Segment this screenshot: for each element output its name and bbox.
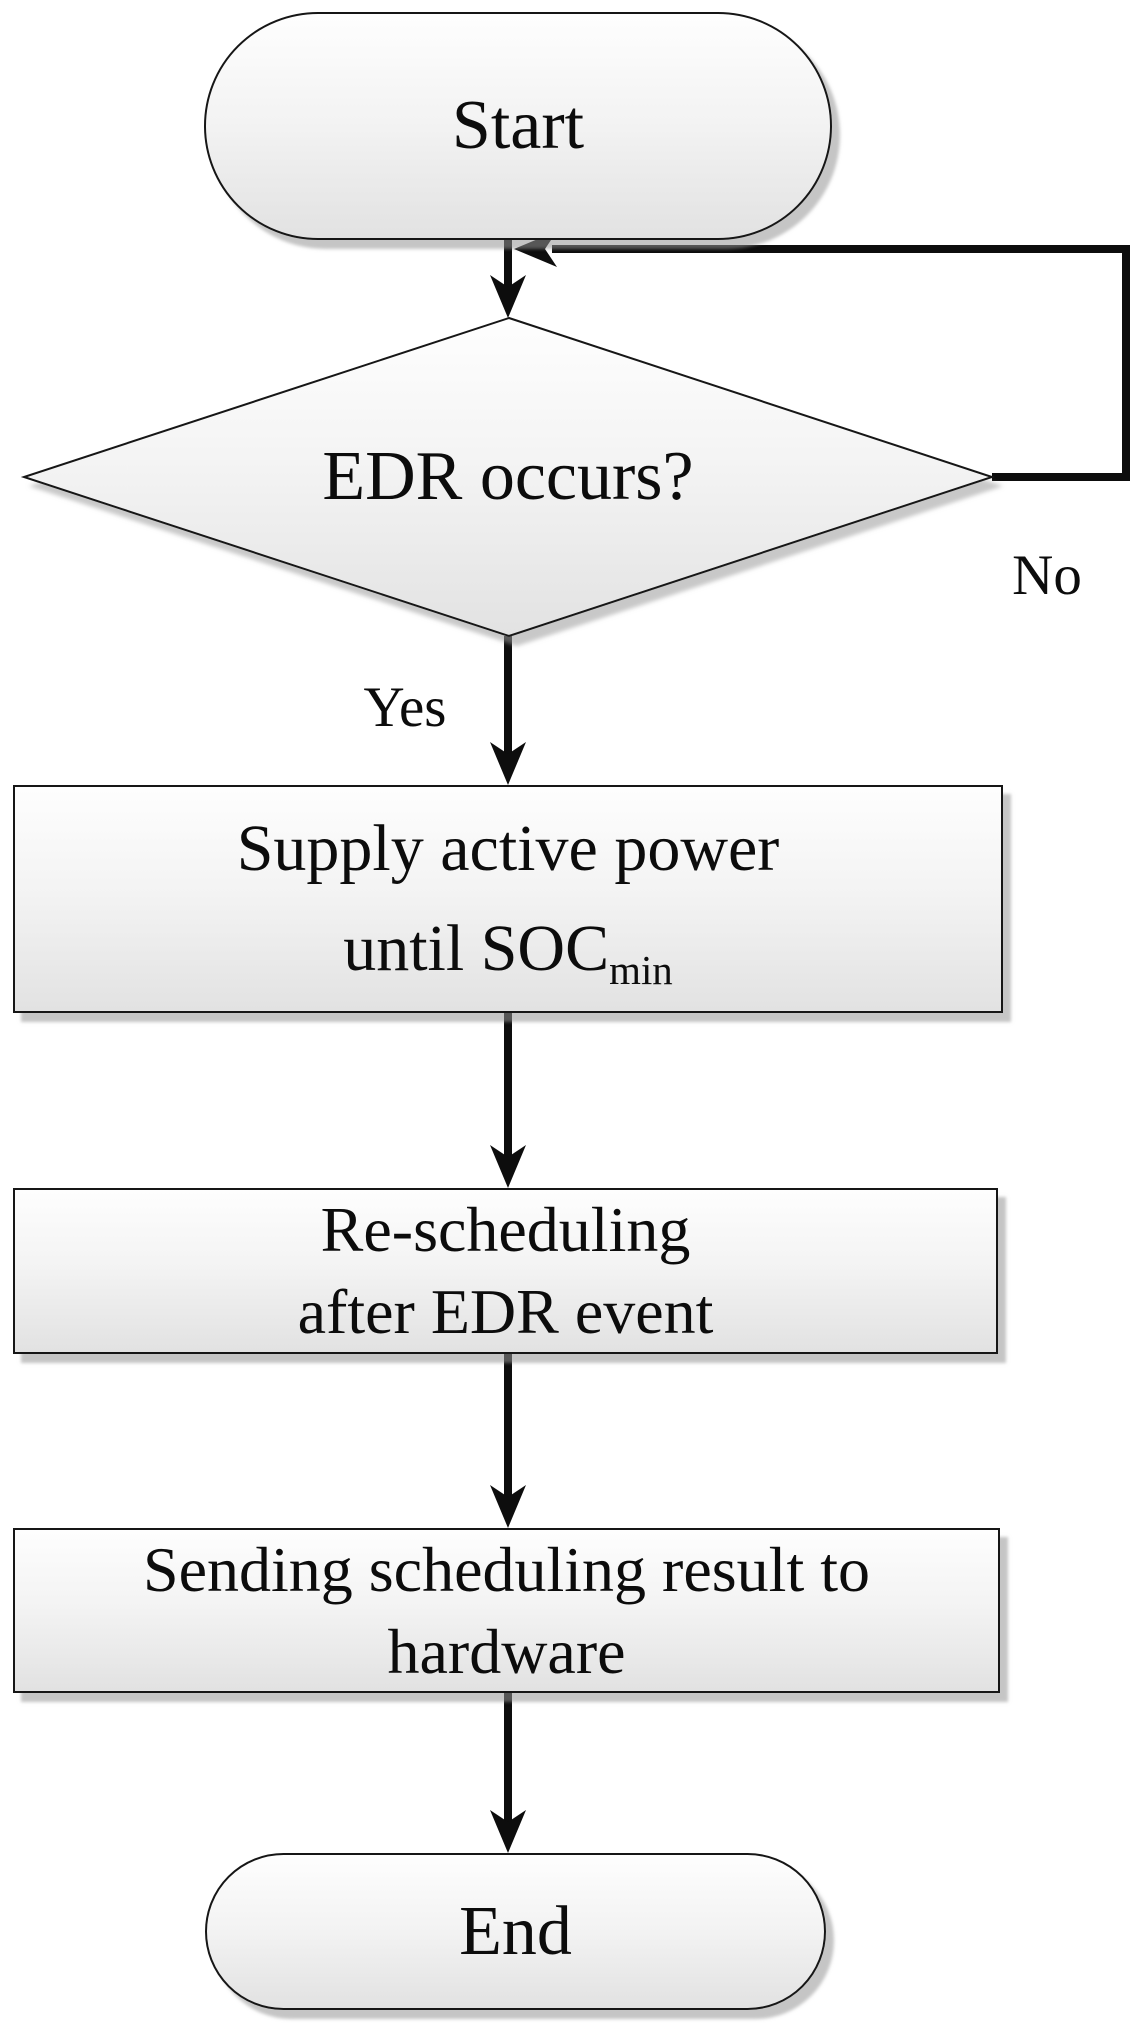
process3-line2: hardware [387, 1615, 626, 1687]
edge-no-loop [552, 245, 1130, 481]
node-start-label: Start [451, 87, 585, 164]
edge-label-yes: Yes [363, 676, 447, 739]
node-start: Start [204, 12, 832, 240]
process3-line1: Sending scheduling result to [142, 1533, 871, 1605]
process1-line2-main: until SOC [343, 912, 610, 985]
node-end: End [205, 1853, 826, 2010]
node-process-supply-power: Supply active power until SOCmin [13, 785, 1003, 1013]
edge-label-no: No [1012, 544, 1082, 607]
process1-line2-subscript: min [609, 948, 673, 994]
node-process-rescheduling: Re-scheduling after EDR event [13, 1188, 998, 1354]
process2-line2: after EDR event [297, 1276, 714, 1347]
node-end-label: End [459, 1892, 572, 1970]
decision-shape [20, 316, 996, 638]
process1-line1: Supply active power [236, 812, 780, 885]
process1-line2: until SOCmin [343, 899, 673, 999]
node-process-sending-result: Sending scheduling result to hardware [13, 1528, 1000, 1693]
process2-line1: Re-scheduling [320, 1194, 691, 1265]
